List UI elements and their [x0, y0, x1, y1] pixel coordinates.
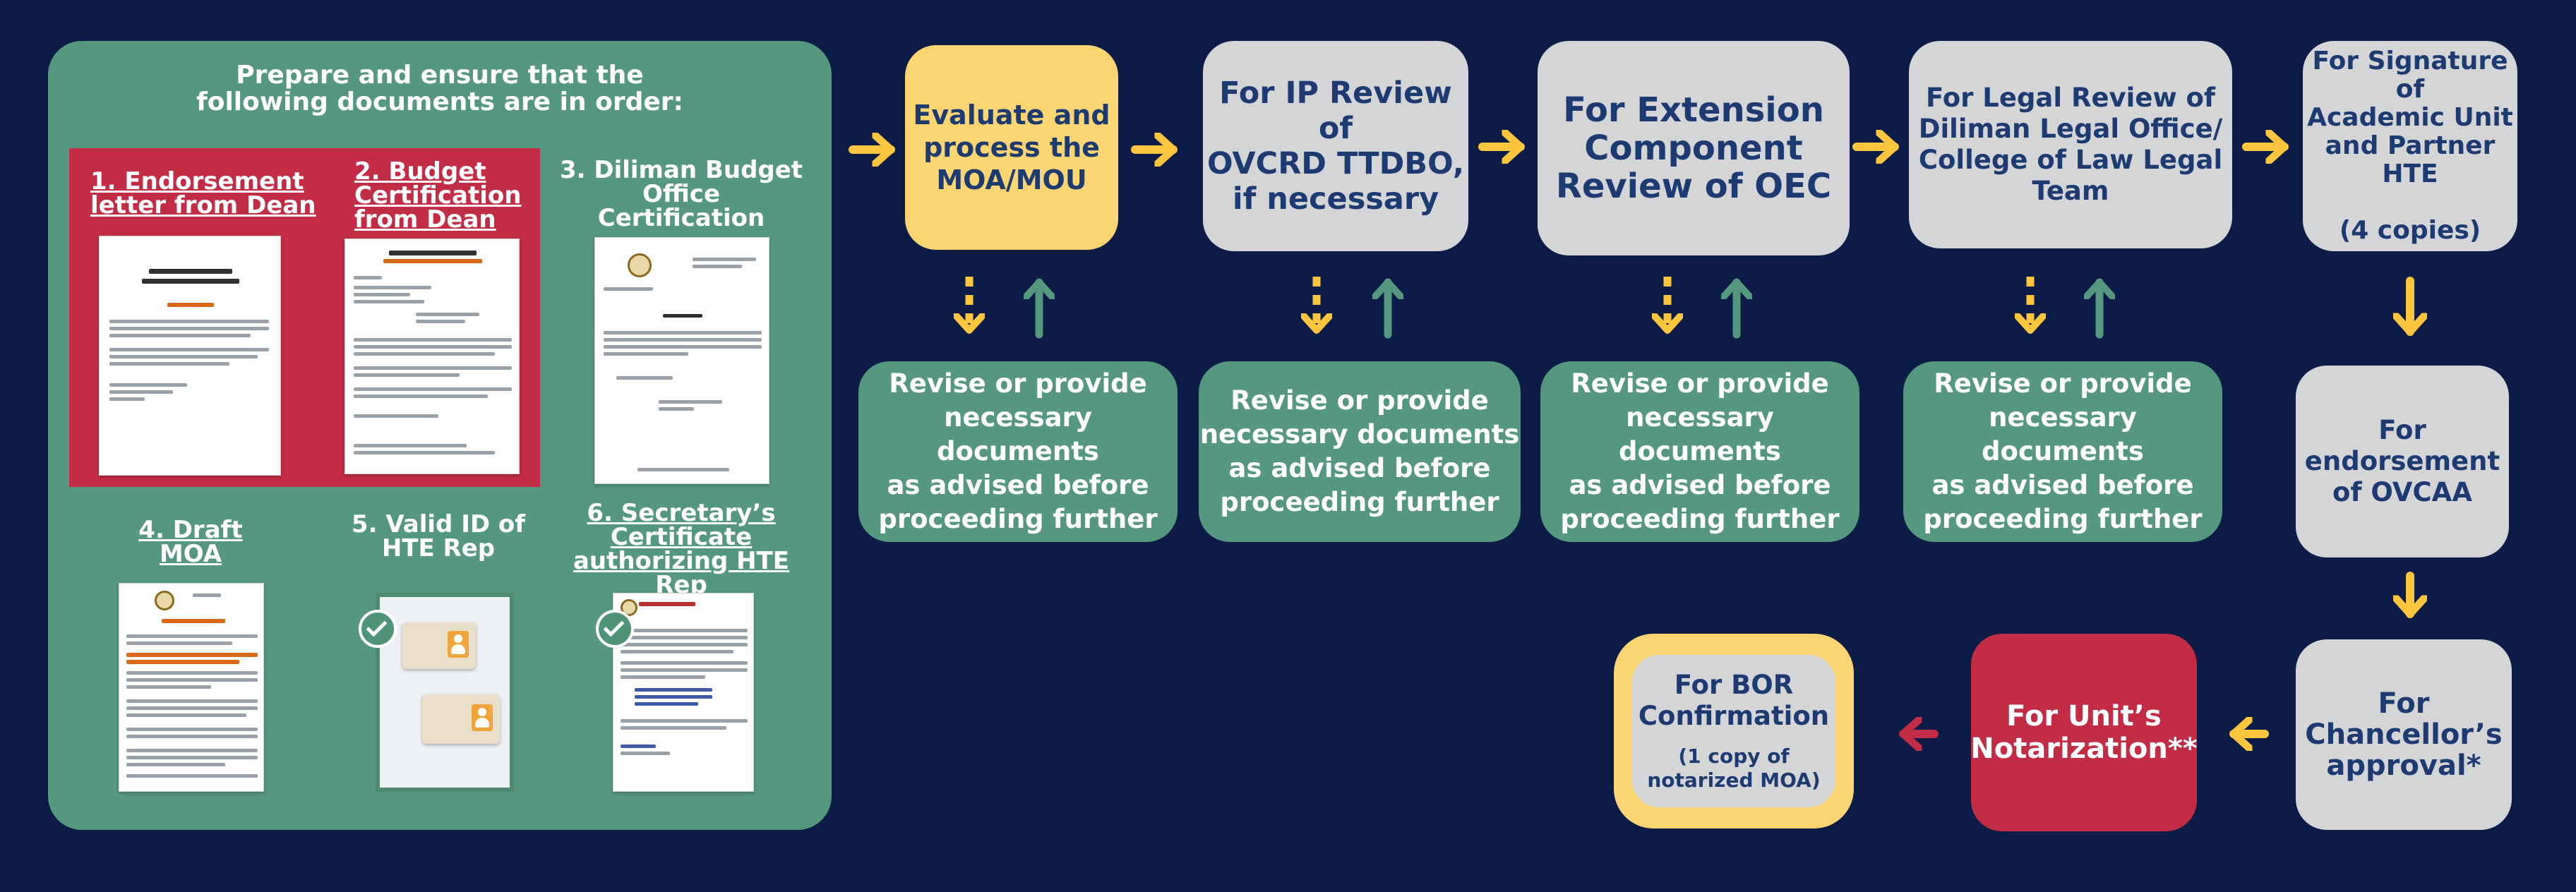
budget-office-certification-document	[594, 237, 769, 484]
doc-label-draft-moa: 4. Draft MOA	[138, 516, 243, 568]
checkmark-icon	[596, 610, 634, 648]
panel-title: Prepare and ensure that the following do…	[196, 61, 683, 116]
checkmark-icon	[359, 610, 397, 648]
step-notarization: For Unit’s Notarization**	[1970, 634, 2198, 831]
doc-label-endorsement: 1. Endorsement letter from Dean	[90, 167, 316, 219]
valid-id-icon	[376, 593, 514, 792]
step-signature: For Signature of Academic Unit and Partn…	[2303, 41, 2517, 251]
bor-title: For BOR Confirmation	[1638, 670, 1830, 731]
doc-label-budget-office: 3. Diliman Budget Office Certification	[559, 156, 803, 232]
step-chancellor-approval: For Chancellor’s approval*	[2296, 639, 2512, 830]
doc-label-valid-id: 5. Valid ID of HTE Rep	[351, 510, 526, 562]
step-evaluate: Evaluate and process the MOA/MOU	[905, 45, 1118, 250]
arrow-up	[1039, 278, 2099, 339]
step-bor-confirmation: For BOR Confirmation (1 copy of notarize…	[1614, 634, 1854, 828]
revise-box-4: Revise or provide necessary documents as…	[1903, 361, 2222, 542]
step-ovcaa-endorsement: For endorsement of OVCAA	[2296, 366, 2509, 558]
arrow-right	[849, 147, 2289, 150]
secretary-certificate-document	[613, 593, 754, 792]
revise-box-3: Revise or provide necessary documents as…	[1540, 361, 1859, 542]
doc-label-budget-certification: 2. Budget Certification from Dean	[354, 157, 522, 234]
revise-box-1: Revise or provide necessary documents as…	[858, 361, 1178, 542]
endorsement-letter-document	[99, 236, 281, 476]
draft-moa-document	[119, 583, 264, 792]
bor-inner-box: For BOR Confirmation (1 copy of notarize…	[1632, 655, 1835, 807]
budget-certification-document	[345, 239, 520, 474]
step-legal-review: For Legal Review of Diliman Legal Office…	[1909, 41, 2232, 248]
revise-box-2: Revise or provide necessary documents as…	[1199, 361, 1521, 542]
dashed-arrow-down	[969, 277, 2030, 330]
bor-note: (1 copy of notarized MOA)	[1647, 745, 1821, 792]
doc-label-secretary-certificate: 6. Secretary’s Certificate authorizing H…	[573, 499, 790, 599]
step-extension-review: For Extension Component Review of OEC	[1538, 41, 1850, 255]
step-ip-review: For IP Review of OVCRD TTDBO, if necessa…	[1203, 41, 1468, 251]
